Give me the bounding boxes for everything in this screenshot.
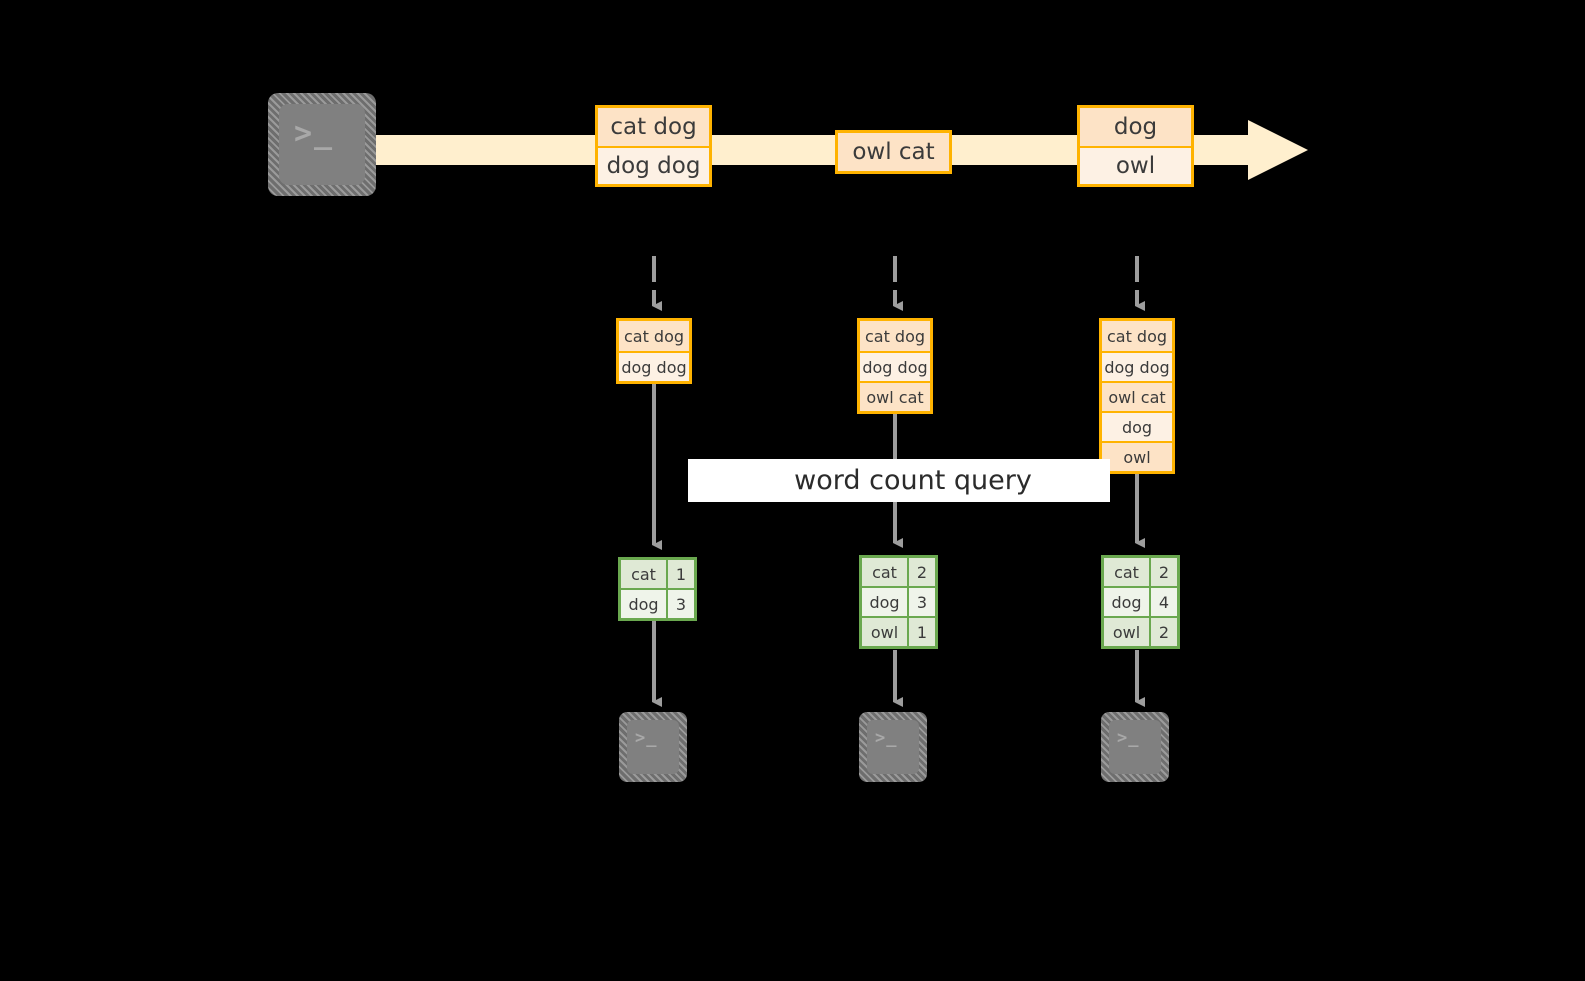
snapshot-stack-3: cat dog dog dog owl cat dog owl xyxy=(1099,318,1175,474)
result-count: 3 xyxy=(907,588,935,616)
result-word: dog xyxy=(862,588,907,616)
snapshot-row: owl cat xyxy=(1102,381,1172,411)
snapshot-row: dog dog xyxy=(1102,351,1172,381)
result-row: dog 3 xyxy=(621,588,694,618)
result-table-2: cat 2 dog 3 owl 1 xyxy=(859,555,938,649)
snapshot-row: owl xyxy=(1102,441,1172,471)
result-word: cat xyxy=(1104,558,1149,586)
snapshot-row: dog dog xyxy=(860,351,930,381)
sink-terminal-icon-3: >_ xyxy=(1101,712,1169,782)
terminal-prompt-label: >_ xyxy=(875,728,898,748)
terminal-screen xyxy=(867,720,919,774)
stream-event-3: dog owl xyxy=(1077,105,1194,187)
result-count: 2 xyxy=(907,558,935,586)
result-row: dog 4 xyxy=(1104,586,1177,616)
result-table-1: cat 1 dog 3 xyxy=(618,557,697,621)
result-row: owl 1 xyxy=(862,616,935,646)
terminal-screen xyxy=(627,720,679,774)
query-label: word count query xyxy=(794,465,1032,496)
snapshot-row: cat dog xyxy=(860,321,930,351)
snapshot-row: dog dog xyxy=(619,351,689,381)
result-word: owl xyxy=(1104,618,1149,646)
snapshot-stack-2: cat dog dog dog owl cat xyxy=(857,318,933,414)
stream-event-row: dog xyxy=(1080,108,1191,146)
result-word: cat xyxy=(621,560,666,588)
sink-terminal-icon-2: >_ xyxy=(859,712,927,782)
terminal-screen xyxy=(279,104,365,185)
snapshot-stack-1: cat dog dog dog xyxy=(616,318,692,384)
snapshot-row: cat dog xyxy=(619,321,689,351)
stream-event-row: owl cat xyxy=(838,133,949,171)
stream-event-2: owl cat xyxy=(835,130,952,174)
result-row: owl 2 xyxy=(1104,616,1177,646)
result-count: 3 xyxy=(666,590,694,618)
result-word: owl xyxy=(862,618,907,646)
source-terminal-icon: >_ xyxy=(268,93,376,196)
snapshot-row: dog xyxy=(1102,411,1172,441)
result-count: 2 xyxy=(1149,618,1177,646)
result-table-3: cat 2 dog 4 owl 2 xyxy=(1101,555,1180,649)
snapshot-row: owl cat xyxy=(860,381,930,411)
terminal-prompt-label: >_ xyxy=(635,728,658,748)
result-row: dog 3 xyxy=(862,586,935,616)
result-word: dog xyxy=(621,590,666,618)
result-count: 1 xyxy=(666,560,694,588)
result-count: 1 xyxy=(907,618,935,646)
result-row: cat 1 xyxy=(621,560,694,588)
result-word: cat xyxy=(862,558,907,586)
sink-terminal-icon-1: >_ xyxy=(619,712,687,782)
stream-event-row: owl xyxy=(1080,146,1191,184)
terminal-screen xyxy=(1109,720,1161,774)
stream-event-row: cat dog xyxy=(598,108,709,146)
result-row: cat 2 xyxy=(1104,558,1177,586)
stream-event-row: dog dog xyxy=(598,146,709,184)
result-row: cat 2 xyxy=(862,558,935,586)
result-count: 2 xyxy=(1149,558,1177,586)
terminal-prompt-label: >_ xyxy=(1117,728,1140,748)
result-word: dog xyxy=(1104,588,1149,616)
result-count: 4 xyxy=(1149,588,1177,616)
query-banner: word count query xyxy=(688,459,1110,502)
snapshot-row: cat dog xyxy=(1102,321,1172,351)
stream-event-1: cat dog dog dog xyxy=(595,105,712,187)
terminal-prompt-label: >_ xyxy=(294,116,335,151)
